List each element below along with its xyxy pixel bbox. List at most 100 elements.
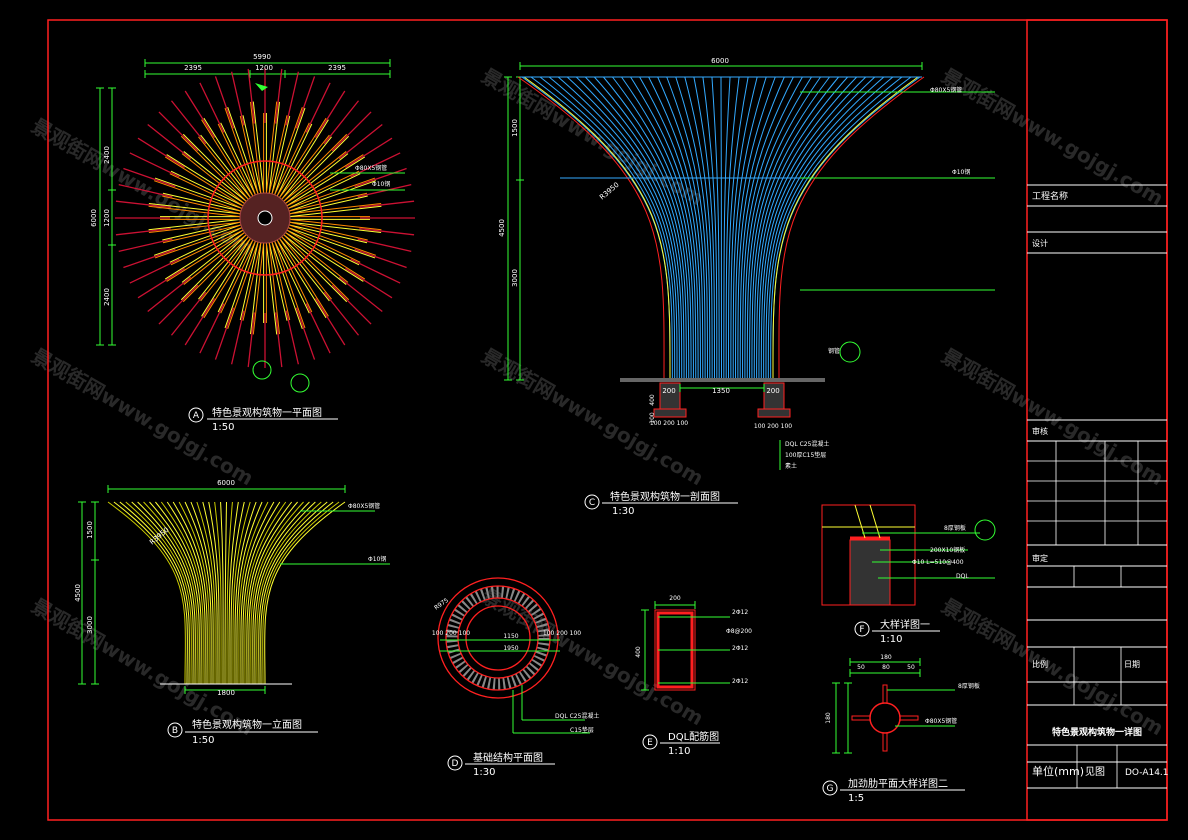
inner-rod (250, 101, 262, 197)
section-rod (737, 76, 785, 381)
inner-rod (281, 151, 347, 204)
inner-rod (286, 218, 382, 231)
note-e-2: Φ8@200 (726, 628, 752, 635)
outer-rod (331, 284, 372, 325)
tb-scale-value: 见图 (1085, 766, 1105, 778)
note-c-6: 素土 (785, 462, 797, 470)
inner-rod (162, 221, 244, 241)
outer-rod (357, 183, 412, 198)
inner-rod (281, 135, 350, 204)
outer-rod (115, 227, 171, 236)
note-f-1: 8厚钢板 (944, 524, 966, 532)
stiffener-rib (882, 684, 888, 704)
inner-rod (286, 221, 368, 241)
section-rod (539, 76, 676, 381)
outline-curve (523, 76, 671, 381)
section-rod (739, 76, 794, 381)
svg-text:1:50: 1:50 (212, 422, 234, 433)
inner-rod (279, 136, 332, 202)
outer-rod (129, 152, 180, 178)
outer-rod (230, 71, 245, 126)
outer-rod (247, 312, 256, 368)
inner-rod (201, 119, 253, 201)
section-rod (767, 76, 903, 381)
outer-rod (354, 167, 407, 188)
inner-rod (279, 234, 348, 303)
inner-rod (273, 238, 306, 329)
note-a-2: Φ10钢 (372, 180, 390, 188)
section-rod (566, 76, 683, 381)
elevation-rod (196, 501, 216, 685)
elevation-rod (254, 501, 316, 685)
section-rod (765, 76, 894, 381)
elevation-rod (107, 501, 186, 685)
note-f-2: 200X10钢板 (930, 546, 965, 554)
dim-c-top: 6000 (711, 57, 729, 65)
outer-rod (274, 68, 283, 124)
inner-rod (285, 173, 361, 211)
inner-rod (154, 177, 245, 210)
inner-rod (277, 134, 330, 201)
dim-a-right: 2395 (328, 64, 346, 72)
foundation-circle (457, 597, 539, 679)
outer-rod (147, 123, 192, 160)
outer-rod (214, 307, 235, 360)
outer-rod (158, 111, 199, 152)
dim-b-top: 6000 (217, 479, 235, 487)
dim-a-total: 5990 (253, 53, 271, 61)
inner-rod (154, 226, 245, 259)
stiffener-rib (851, 715, 871, 721)
tb-unit: 单位(mm) (1032, 764, 1084, 778)
elevation-rod (220, 501, 224, 685)
inner-rod (148, 205, 244, 218)
note-e-4: 2Φ12 (732, 678, 748, 685)
inner-rod (162, 195, 244, 215)
inner-rod (286, 221, 382, 233)
detail-f (821, 504, 996, 606)
elevation-rod (190, 501, 214, 685)
outer-rod (115, 200, 171, 209)
svg-text:1:5: 1:5 (848, 793, 864, 804)
elevation-rod (238, 501, 269, 685)
elevation-rod (240, 501, 275, 685)
dim-d-inner: 1150 (503, 633, 518, 640)
section-rod (675, 76, 711, 381)
section-rod (751, 76, 839, 381)
section-rod (770, 76, 912, 381)
foundation-circle (437, 577, 559, 699)
elevation-rod (234, 501, 257, 685)
inner-rod (272, 238, 310, 314)
tb-drawing-no: DO-A14.1 (1125, 768, 1169, 778)
svg-text:1:10: 1:10 (880, 634, 902, 645)
section-rod (639, 76, 701, 381)
outer-rod (354, 248, 407, 269)
inner-rod (282, 230, 364, 282)
elevation-rod (155, 501, 202, 685)
view-label-e: E DQL配筋图 1:10 (642, 730, 720, 757)
elevation-rod (246, 501, 293, 685)
dim-c-col-l: 200 (662, 387, 675, 395)
svg-text:1:50: 1:50 (192, 735, 214, 746)
inner-rod (265, 239, 278, 335)
section-rod (666, 76, 708, 381)
outer-rod (285, 71, 300, 126)
inner-rod (268, 239, 280, 335)
outer-rod (184, 298, 216, 346)
inner-rod (164, 228, 246, 280)
inner-rod (242, 115, 262, 197)
foundation-circle (465, 605, 531, 671)
dim-g-b: 80 (882, 664, 890, 671)
dim-b-vtotal: 4500 (74, 584, 82, 602)
section-rod (593, 76, 690, 381)
note-f-3: Φ10 L=510@400 (912, 559, 964, 566)
view-label-f: F 大样详图一 1:10 (854, 618, 940, 645)
outer-rod (295, 307, 316, 360)
tb-project: 工程名称 (1032, 190, 1068, 202)
section-rod (621, 76, 697, 381)
inner-rod (283, 228, 360, 266)
section-rod (530, 76, 673, 381)
note-f-4: DQL (956, 573, 969, 580)
elevation-rod (230, 501, 245, 685)
outer-rod (147, 276, 192, 313)
elevation-rod (250, 501, 304, 685)
